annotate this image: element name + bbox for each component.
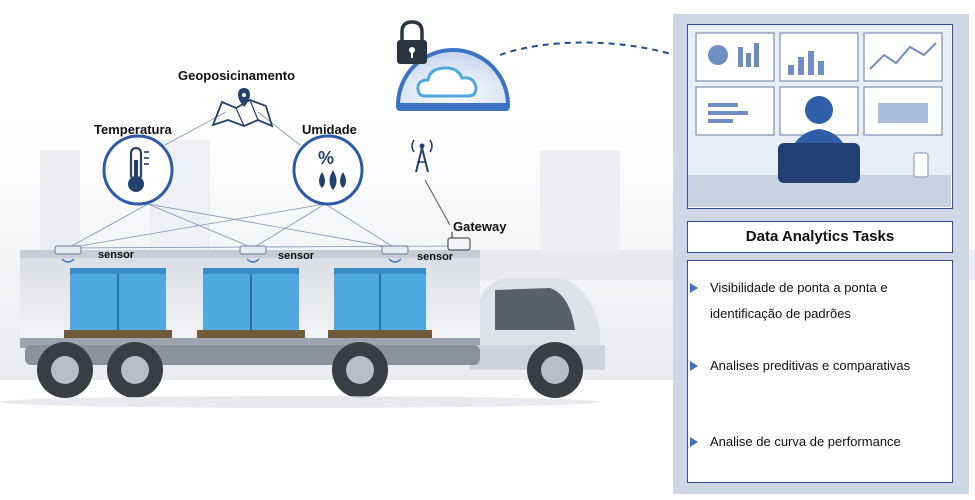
cloud-dome bbox=[395, 48, 511, 111]
humidity-label: Umidade bbox=[302, 122, 357, 137]
cloud-to-analytics-link bbox=[499, 41, 691, 61]
map-pin-icon bbox=[211, 88, 274, 128]
container-1 bbox=[64, 268, 172, 338]
temperature-label: Temperatura bbox=[94, 122, 172, 137]
triangle-bullet-icon bbox=[690, 437, 698, 447]
list-item: Analises preditivas e comparativas bbox=[690, 353, 946, 379]
triangle-bullet-icon bbox=[690, 283, 698, 293]
wheel-4 bbox=[527, 342, 583, 398]
list-item: Analise de curva de performance bbox=[690, 429, 946, 455]
gateway-link bbox=[424, 179, 451, 226]
wheel-3 bbox=[332, 342, 388, 398]
sensor-icon bbox=[54, 245, 82, 263]
analytics-panel: Data Analytics Tasks Visibilidade de pon… bbox=[673, 14, 969, 494]
padlock-icon bbox=[397, 20, 427, 64]
triangle-bullet-icon bbox=[690, 361, 698, 371]
thermometer-icon bbox=[102, 134, 174, 206]
wheel-2 bbox=[107, 342, 163, 398]
control-room-illustration bbox=[687, 24, 953, 209]
droplets-icon bbox=[292, 134, 364, 206]
container-3 bbox=[328, 268, 432, 338]
sensor-icon bbox=[381, 245, 409, 263]
sensor-icon bbox=[239, 245, 267, 263]
gateway-label: Gateway bbox=[453, 219, 507, 234]
truck-shadow bbox=[0, 396, 600, 408]
gateway-device-icon bbox=[447, 232, 471, 251]
panel-title: Data Analytics Tasks bbox=[687, 221, 953, 253]
wheel-1 bbox=[37, 342, 93, 398]
wheels bbox=[37, 342, 583, 398]
cloud-icon bbox=[416, 66, 478, 98]
geoposition-label: Geoposicinamento bbox=[178, 68, 296, 83]
list-item: Visibilidade de ponta a ponta e identifi… bbox=[690, 275, 946, 327]
cargo-containers bbox=[64, 268, 432, 338]
sensor-label-3: sensor bbox=[417, 251, 454, 263]
tasks-list: Visibilidade de ponta a ponta e identifi… bbox=[687, 260, 953, 483]
humidity-percent-symbol: % bbox=[318, 148, 335, 168]
antenna-tower-icon bbox=[411, 139, 433, 173]
sensor-label-2: sensor bbox=[278, 250, 315, 262]
sensor-label-1: sensor bbox=[98, 249, 135, 261]
task-text: Visibilidade de ponta a ponta e identifi… bbox=[710, 280, 888, 321]
analyst-icon bbox=[688, 25, 951, 207]
task-text: Analises preditivas e comparativas bbox=[710, 358, 911, 373]
chassis bbox=[25, 345, 480, 365]
task-text: Analise de curva de performance bbox=[710, 434, 901, 449]
container-2 bbox=[197, 268, 305, 338]
